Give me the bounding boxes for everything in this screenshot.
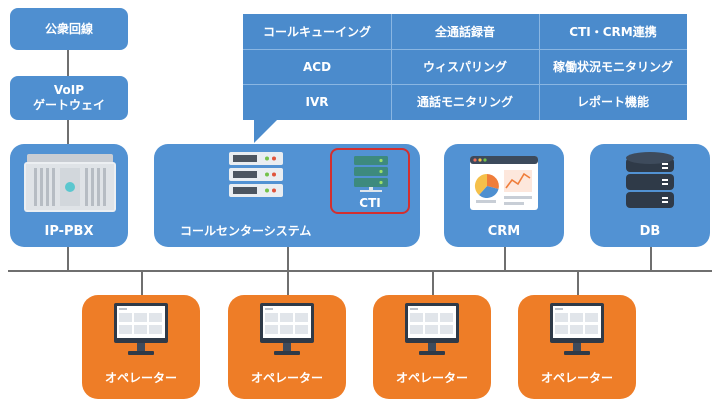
connector-line (67, 50, 69, 76)
divider (391, 14, 392, 120)
connector-line (504, 246, 506, 271)
feature-cell: レポート機能 (576, 95, 649, 109)
operator-label: オペレーター (104, 371, 177, 385)
voip-gateway-box: VoIP ゲートウェイ (10, 76, 128, 120)
public-line-label: 公衆回線 (44, 21, 93, 36)
feature-cell: IVR (305, 94, 329, 109)
connector-line (67, 246, 69, 271)
network-bus-line (8, 270, 712, 272)
feature-cell: コールキューイング (262, 25, 371, 39)
monitor-icon (260, 303, 314, 355)
crm-panel: CRM (444, 144, 564, 247)
connector-line (67, 120, 69, 146)
connector-line (141, 271, 143, 296)
operator-label: オペレーター (250, 371, 323, 385)
ippbx-panel: IP-PBX (10, 144, 128, 247)
connector-line (287, 271, 289, 296)
ippbx-server-icon (24, 154, 116, 212)
crm-label: CRM (487, 224, 521, 239)
divider (243, 49, 687, 50)
operator-card: オペレーター (228, 295, 346, 399)
connector-line (577, 271, 579, 296)
feature-cell: 全通話録音 (434, 25, 495, 39)
callout-pointer (254, 119, 278, 143)
monitor-icon (405, 303, 459, 355)
voip-label: VoIP (53, 83, 85, 97)
operator-label: オペレーター (540, 371, 613, 385)
cti-highlight-box: CTI (330, 148, 410, 214)
feature-table: コールキューイング 全通話録音 CTI・CRM連携 ACD ウィスパリング 稼働… (243, 14, 687, 120)
monitor-icon (550, 303, 604, 355)
operator-card: オペレーター (518, 295, 636, 399)
callcenter-panel: CTI コールセンターシステム (154, 144, 420, 247)
feature-cell: CTI・CRM連携 (569, 25, 657, 39)
connector-line (432, 271, 434, 296)
feature-cell: 稼働状況モニタリング (552, 60, 673, 74)
server-rack-icon (229, 152, 283, 197)
callcenter-label: コールセンターシステム (180, 224, 312, 238)
connector-line (287, 246, 289, 271)
db-panel: DB (590, 144, 710, 247)
feature-cell: ウィスパリング (422, 60, 507, 74)
feature-cell: ACD (302, 59, 332, 74)
cti-server-icon (354, 156, 388, 192)
operator-card: オペレーター (373, 295, 491, 399)
feature-cell: 通話モニタリング (416, 95, 513, 109)
db-label: DB (639, 224, 661, 239)
divider (243, 84, 687, 85)
database-icon (626, 152, 674, 208)
operator-card: オペレーター (82, 295, 200, 399)
gateway-label: ゲートウェイ (32, 98, 105, 112)
crm-dashboard-icon (470, 156, 538, 210)
monitor-icon (114, 303, 168, 355)
operator-label: オペレーター (395, 371, 468, 385)
connector-line (650, 246, 652, 271)
public-line-box: 公衆回線 (10, 8, 128, 50)
ippbx-label: IP-PBX (44, 224, 94, 239)
cti-label: CTI (359, 196, 381, 210)
divider (539, 14, 540, 120)
